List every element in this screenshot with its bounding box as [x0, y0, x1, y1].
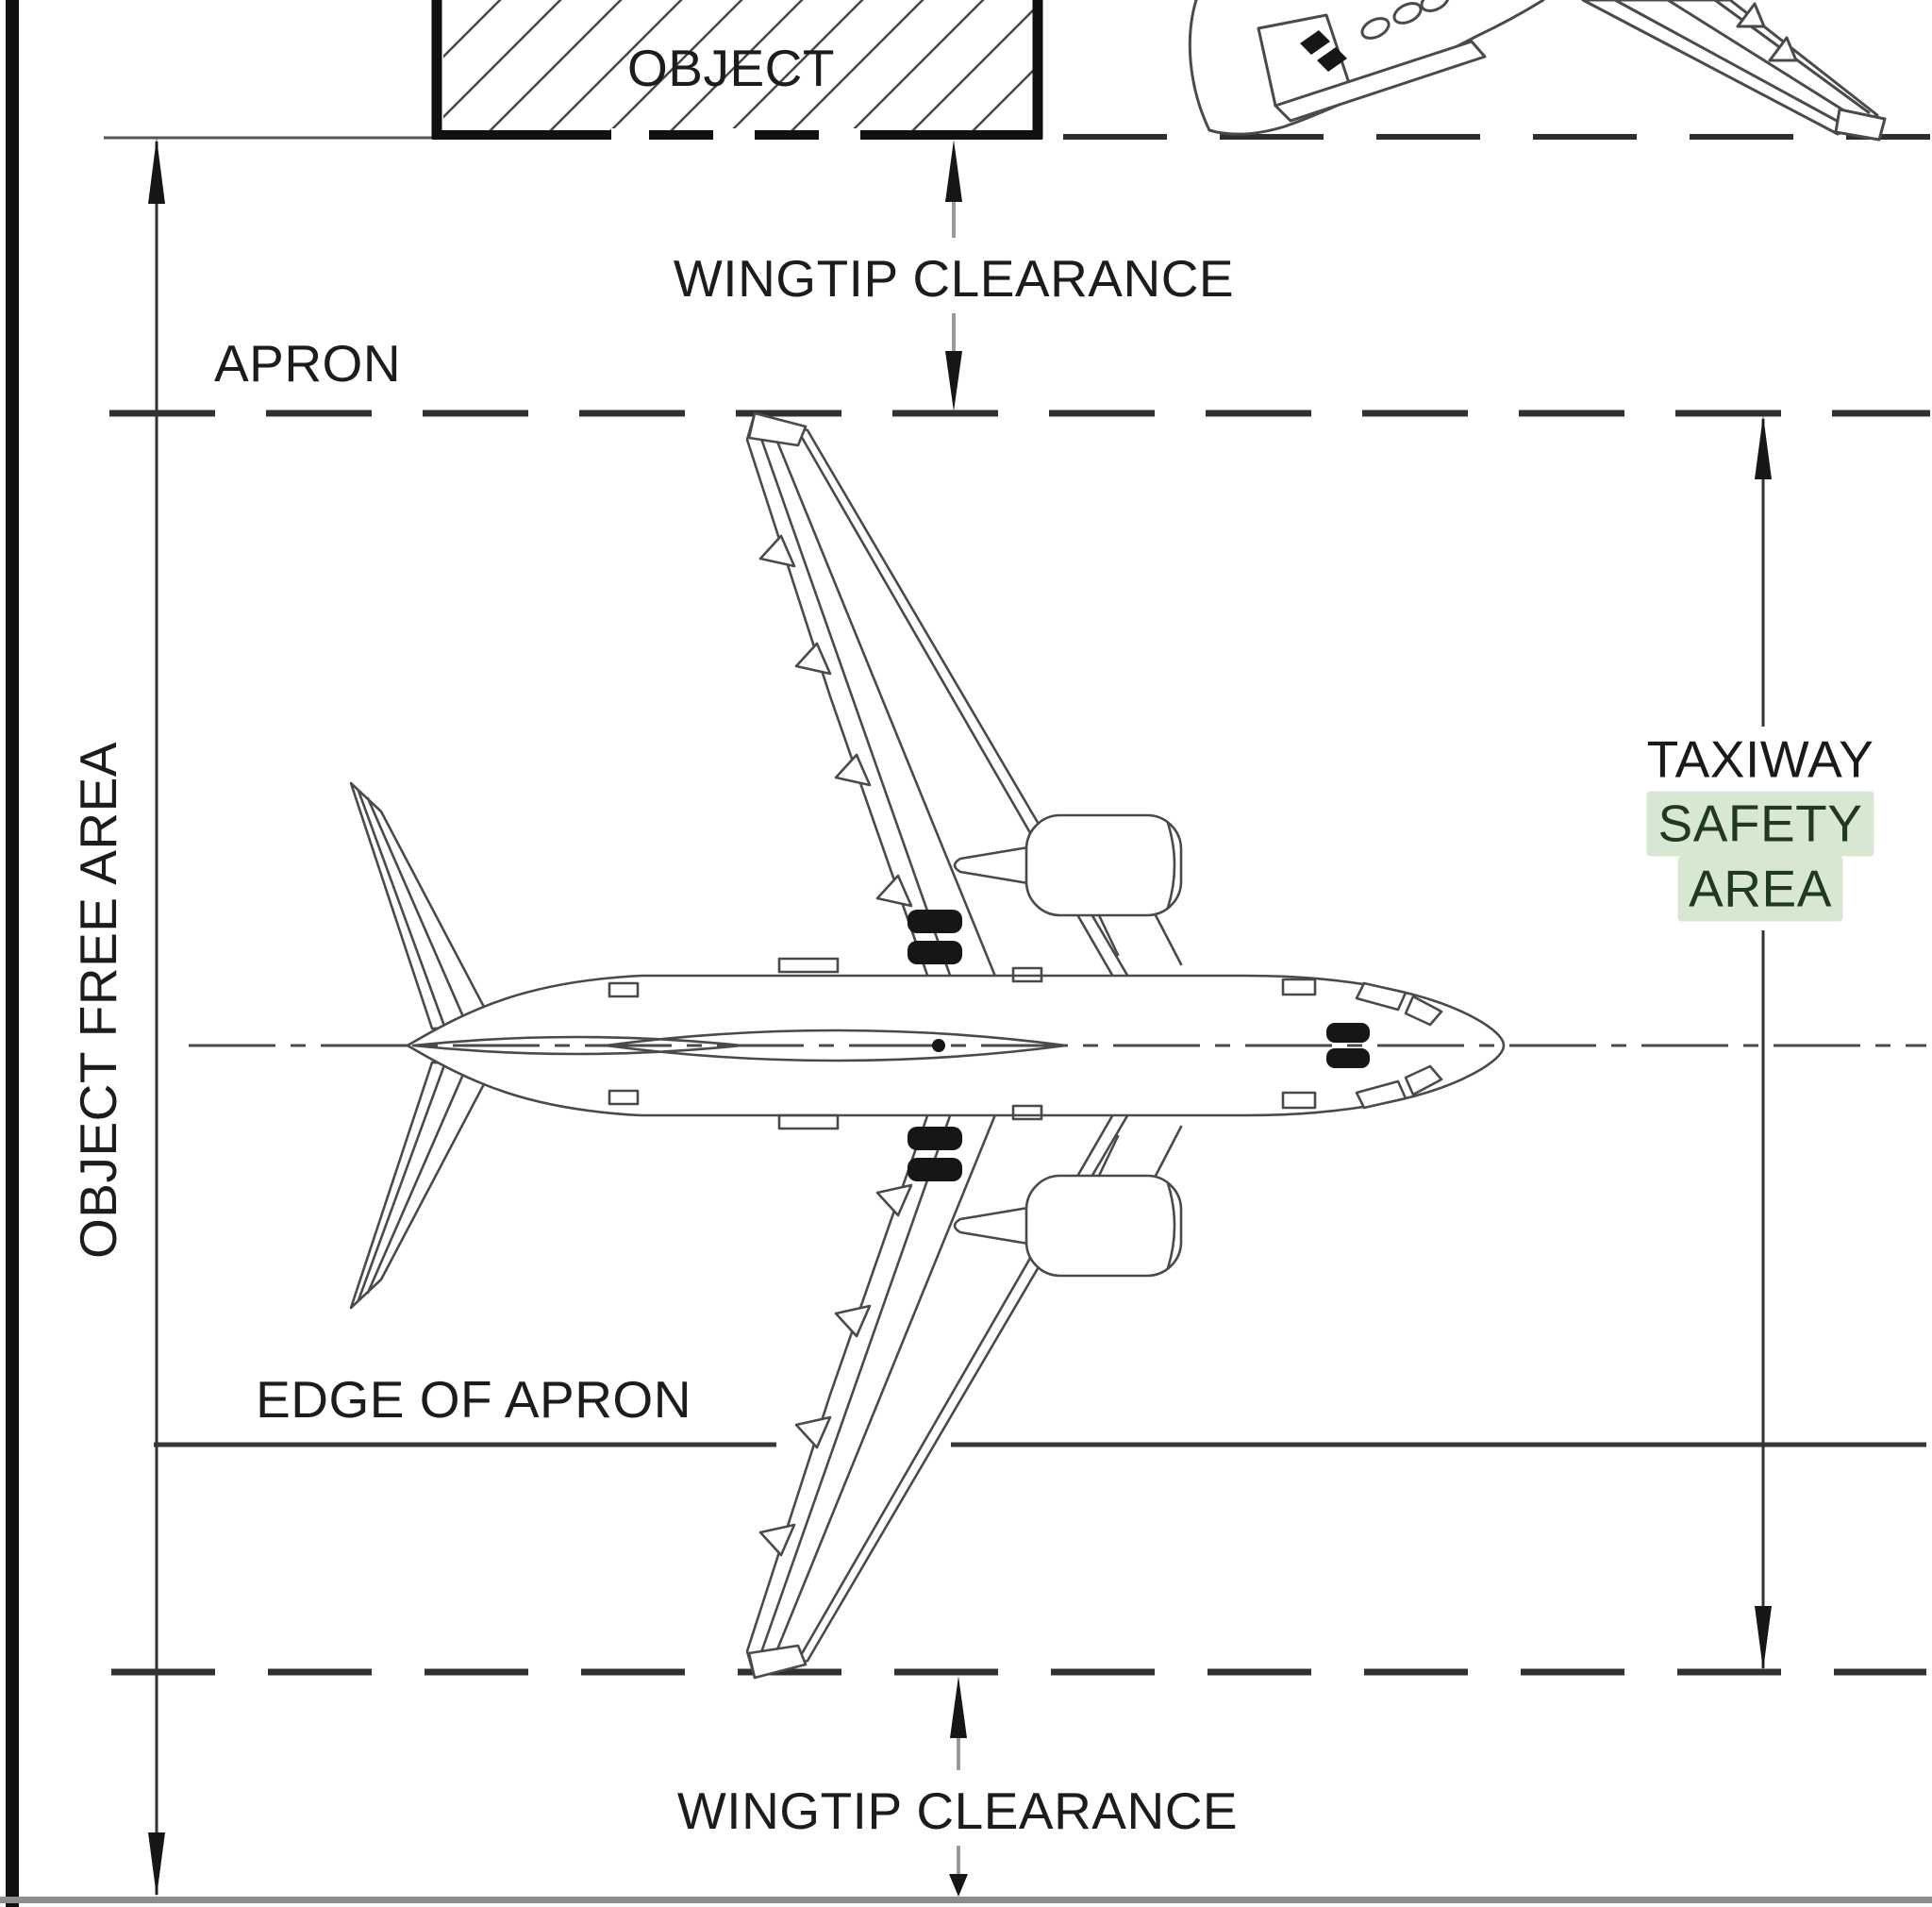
wingtip-clearance-dimension-top — [945, 140, 962, 411]
object-aircraft-nose-gear-wheels — [1300, 30, 1347, 72]
main-aircraft-winglet-lower — [747, 1644, 808, 1680]
main-aircraft-stabilizer-upper — [349, 781, 496, 1030]
arrow-down-icon — [949, 1874, 968, 1897]
object-hatched-box — [431, 0, 1043, 142]
object-free-area-label: OBJECT FREE AREA — [69, 742, 127, 1259]
aircraft-reference-point — [932, 1039, 945, 1052]
object-aircraft-winglet — [1834, 108, 1887, 142]
main-aircraft-doors — [608, 957, 1317, 1130]
arrow-up-icon — [1755, 415, 1772, 479]
edge-of-apron-label: EDGE OF APRON — [256, 1370, 691, 1429]
object-aircraft-wing — [1581, 0, 1887, 142]
arrow-up-icon — [950, 1676, 967, 1738]
object-aircraft-nose — [1188, 0, 1545, 136]
main-aircraft-stabilizer-lower — [349, 1061, 496, 1310]
taxiway-label-line1: TAXIWAY — [1646, 729, 1874, 789]
arrow-down-icon — [148, 1832, 165, 1897]
main-aircraft-engine-lower — [953, 1125, 1183, 1278]
main-aircraft-gear-wheels — [908, 910, 1370, 1181]
main-aircraft-cockpit-windows — [1355, 981, 1443, 1110]
taxiway-label-line3-highlighted: AREA — [1677, 856, 1843, 922]
apron-label: APRON — [213, 334, 402, 393]
arrow-down-icon — [1755, 1606, 1772, 1670]
taxiway-label-line2-highlighted: SAFETY — [1646, 791, 1874, 857]
hatch-pattern — [443, 0, 1036, 131]
arrow-down-icon — [945, 351, 962, 411]
page-border-bottom — [0, 1897, 1932, 1903]
aircraft-centerline — [189, 1039, 1926, 1052]
wingtip-clearance-label-top: WINGTIP CLEARANCE — [673, 249, 1235, 308]
taxiway-safety-area-label: TAXIWAY SAFETY AREA — [1646, 728, 1874, 922]
arrow-up-icon — [148, 138, 165, 204]
main-aircraft-engine-upper — [953, 813, 1183, 966]
object-free-area-dimension — [148, 138, 165, 1897]
main-aircraft-winglet-upper — [747, 411, 808, 447]
wingtip-clearance-label-bottom: WINGTIP CLEARANCE — [676, 1782, 1239, 1840]
taxiway-safety-area-dimension — [1755, 415, 1772, 1670]
object-label: OBJECT — [627, 39, 835, 97]
page-border-left — [6, 0, 19, 1907]
arrow-up-icon — [945, 140, 962, 202]
wingtip-clearance-dimension-bottom — [949, 1676, 968, 1897]
